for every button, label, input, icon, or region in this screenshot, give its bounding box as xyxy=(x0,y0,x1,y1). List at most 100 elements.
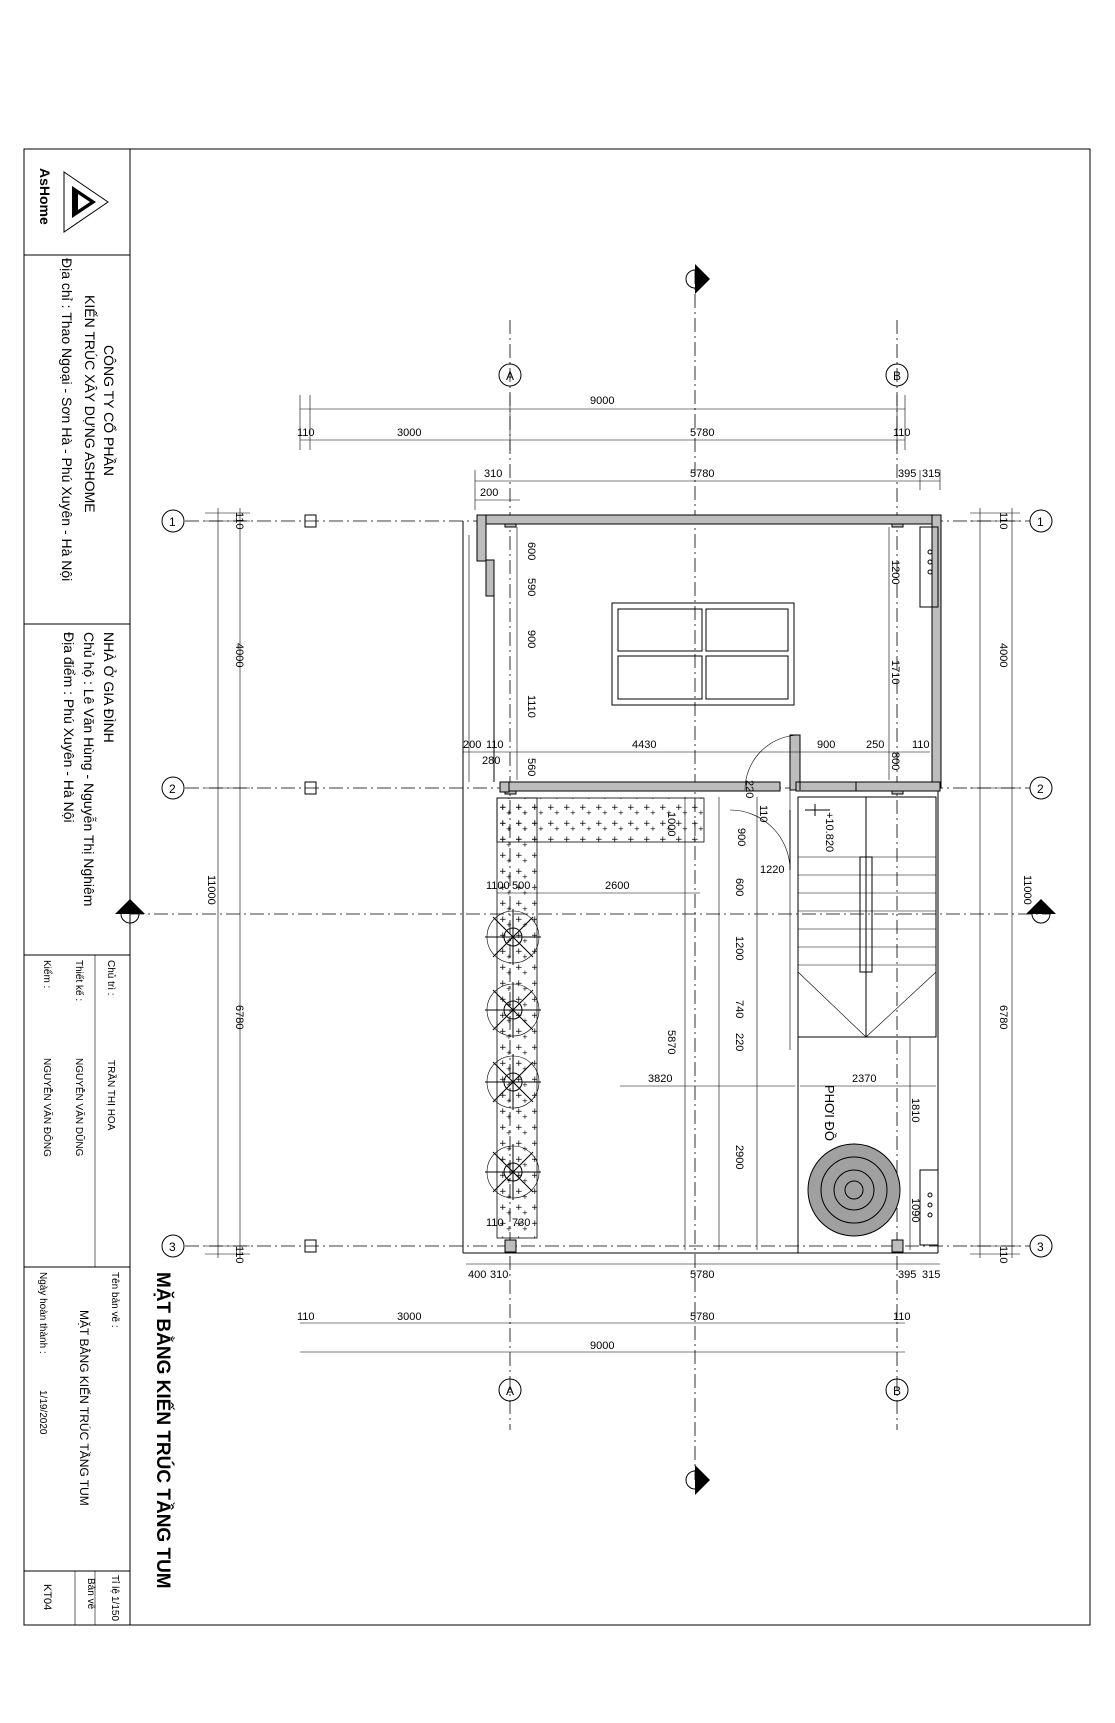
dim-t8: 1810 xyxy=(909,1098,921,1122)
dimensions-sides xyxy=(205,508,1020,1258)
dim-s6: 900 xyxy=(735,828,747,846)
dim-r7: 110 xyxy=(486,739,504,751)
axis-bubble-3-left: 3 xyxy=(161,1234,185,1258)
dim-w3: 250 xyxy=(866,739,884,751)
scale-label: Tỉ lệ xyxy=(109,1575,121,1594)
dim-s4: 220 xyxy=(743,780,755,798)
interior-dim-lines xyxy=(300,527,940,1353)
dim-total-y-right: 11000 xyxy=(1021,875,1033,905)
planter-area xyxy=(496,797,705,1239)
chu-tri-label: Chủ trì : xyxy=(105,960,117,996)
axis-bubble-1-right: 1 xyxy=(1029,509,1053,533)
axis-label: 3 xyxy=(1037,1240,1044,1254)
company-logo: AsHome xyxy=(37,168,109,233)
dim-b1: 310 xyxy=(484,468,502,480)
dim-t11: 730 xyxy=(512,1217,530,1229)
axis-bubble-A-top: A xyxy=(498,363,522,387)
company-line1: CÔNG TY CỔ PHẦN xyxy=(101,345,118,476)
dim-w1: 4430 xyxy=(632,739,656,751)
thiet-ke-name: NGUYỄN VĂN DŨNG xyxy=(73,1058,86,1157)
dim-r1: 600 xyxy=(525,542,537,560)
dim-t3: 1100 xyxy=(486,880,510,892)
dim-bc-total: 9000 xyxy=(590,1340,614,1352)
axis-bubble-2-left: 2 xyxy=(161,776,185,800)
axis-label: 1 xyxy=(169,515,176,529)
door-swing xyxy=(729,734,801,871)
dim-s8: 600 xyxy=(733,878,745,896)
date-label: Ngày hoàn thành : xyxy=(37,1272,48,1354)
drawing-title: MẶT BẰNG KIẾN TRÚC TẦNG TUM xyxy=(152,1272,174,1589)
dim-a1: 110 xyxy=(297,427,315,439)
plant-icons xyxy=(485,909,541,1200)
dim-y1-left: 110 xyxy=(233,512,245,530)
section-marker-top xyxy=(685,264,710,294)
dim-bb3: 5780 xyxy=(690,1269,714,1281)
dim-b5: 200 xyxy=(480,487,498,499)
dim-b4: 315 xyxy=(922,468,940,480)
dim-t7: 2370 xyxy=(852,1073,876,1085)
chu-tri-name: TRẦN THỊ HOA xyxy=(105,1060,118,1131)
dim-y2-right: 4000 xyxy=(997,643,1009,667)
dim-s9: 1200 xyxy=(733,936,745,960)
axis-bubble-1-left: 1 xyxy=(161,509,185,533)
dim-bc3: 5780 xyxy=(690,1311,714,1323)
walls xyxy=(476,514,942,793)
axis-label: B xyxy=(893,369,901,383)
sheet-border xyxy=(23,148,1091,1626)
axis-label: B xyxy=(893,1384,901,1398)
dim-t2: 2600 xyxy=(605,880,629,892)
axis-label: A xyxy=(506,369,514,383)
dim-s11: 220 xyxy=(733,1033,745,1051)
axis-bubble-2-right: 2 xyxy=(1029,776,1053,800)
dim-y3-right: 6780 xyxy=(997,1005,1009,1029)
dim-b3: 395 xyxy=(898,468,916,480)
date-value: 1/19/2020 xyxy=(37,1390,48,1435)
thiet-ke-label: Thiết kế : xyxy=(73,960,85,1001)
company-line2: KIẾN TRÚC XÂY DỰNG ASHOME xyxy=(82,295,98,513)
dim-y4-right: 110 xyxy=(997,1246,1009,1264)
dim-a4: 110 xyxy=(893,427,911,439)
kiem-name: NGUYỄN VĂN ĐÔNG xyxy=(41,1058,54,1157)
dim-t6: 3820 xyxy=(648,1073,672,1085)
dim-bb4: 395 xyxy=(898,1269,916,1281)
dim-s12: 2900 xyxy=(733,1145,745,1169)
dim-t10: 110 xyxy=(486,1217,504,1229)
location-line: Địa điểm : Phú Xuyên - Hà Nội xyxy=(61,632,77,823)
dim-t4: 500 xyxy=(512,880,530,892)
dim-w2: 900 xyxy=(817,739,835,751)
axis-bubble-3-right: 3 xyxy=(1029,1234,1053,1258)
staircase xyxy=(789,790,937,1253)
sink-fixture-bottom xyxy=(919,1169,939,1246)
dim-total-x-top: 9000 xyxy=(590,395,614,407)
dim-s1: 1200 xyxy=(889,560,901,584)
axis-label: A xyxy=(506,1384,514,1398)
dim-s5: 110 xyxy=(757,805,769,823)
scale-value: 1/150 xyxy=(109,1596,120,1621)
dim-r5: 560 xyxy=(525,758,537,776)
axis-bubble-A-bottom: A xyxy=(498,1378,522,1402)
logo-text: AsHome xyxy=(37,168,53,225)
dim-bc1: 110 xyxy=(297,1311,315,1323)
skylight xyxy=(611,602,795,706)
axis-label: 1 xyxy=(1037,515,1044,529)
dim-s10: 740 xyxy=(733,1000,745,1018)
dim-r6: 200 xyxy=(463,739,481,751)
axis-label: 3 xyxy=(169,1240,176,1254)
dim-y1-right: 110 xyxy=(997,512,1009,530)
level-value: +10.820 xyxy=(823,812,835,852)
drawing-name: MẶT BẰNG KIẾN TRÚC TẦNG TUM xyxy=(77,1310,92,1506)
dim-w4: 110 xyxy=(912,739,930,751)
level-marker xyxy=(805,804,830,816)
column-markers xyxy=(304,514,904,1253)
dim-r2: 590 xyxy=(525,578,537,596)
dim-s3: 800 xyxy=(889,752,901,770)
dim-r8: 280 xyxy=(482,755,500,767)
dimensions-top xyxy=(299,395,941,510)
dim-b2: 5780 xyxy=(690,468,714,480)
dim-total-y-left: 11000 xyxy=(205,875,217,905)
axis-label: 2 xyxy=(169,782,176,796)
dim-a3: 5780 xyxy=(690,427,714,439)
dim-t1: 1000 xyxy=(665,812,677,836)
dim-bb2: 310 xyxy=(490,1269,508,1281)
